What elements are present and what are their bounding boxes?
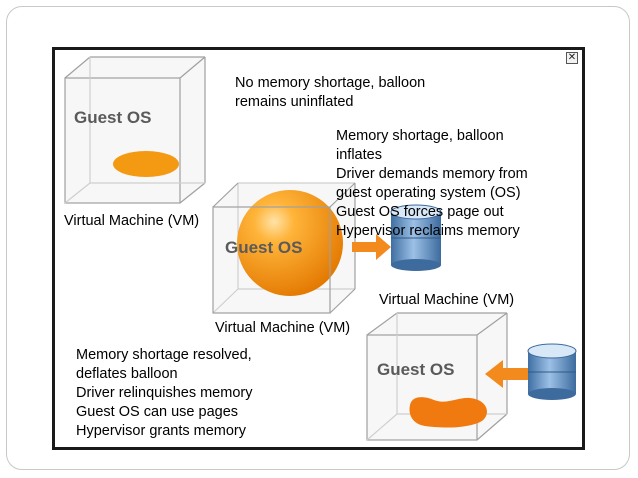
caption-line: inflates: [336, 147, 382, 163]
guest-os-label-top: Guest OS: [74, 108, 151, 127]
caption-line: Driver demands memory from: [336, 166, 528, 182]
caption-line: Memory shortage, balloon: [336, 128, 504, 144]
arrow-right-icon: [352, 234, 391, 260]
caption-line: Driver relinquishes memory: [76, 385, 253, 401]
caption-line: No memory shortage, balloon: [235, 75, 426, 91]
vm-cube-top-left: [64, 56, 206, 204]
vm-label-center: Virtual Machine (VM): [215, 320, 351, 336]
caption-line: Hypervisor grants memory: [76, 423, 247, 439]
caption-line: Guest OS can use pages: [76, 404, 239, 420]
caption-line: guest operating system (OS): [336, 185, 521, 201]
caption-resolved: Memory shortage resolved, deflates ballo…: [76, 346, 252, 441]
close-icon[interactable]: ✕: [566, 52, 578, 64]
caption-line: Guest OS forces page out: [336, 204, 504, 220]
guest-os-label-bottom: Guest OS: [377, 360, 454, 379]
caption-no-shortage: No memory shortage, balloon remains unin…: [235, 74, 425, 112]
guest-os-label-center: Guest OS: [225, 238, 302, 257]
balloon-uninflated: [113, 151, 179, 177]
vm-label-left: Virtual Machine (VM): [64, 213, 200, 229]
disk-icon-center: [390, 204, 442, 271]
vm-label-right: Virtual Machine (VM): [379, 292, 515, 308]
arrow-left-icon: [485, 360, 530, 388]
balloon-inflated: [237, 190, 343, 296]
caption-line: Hypervisor reclaims memory: [336, 223, 520, 239]
caption-shortage: Memory shortage, balloon inflates Driver…: [336, 127, 528, 241]
caption-line: deflates balloon: [76, 366, 178, 382]
balloon-deflated: [409, 397, 488, 428]
caption-line: Memory shortage resolved,: [76, 347, 252, 363]
disk-icon-bottom: [527, 343, 577, 400]
caption-line: remains uninflated: [235, 94, 354, 110]
